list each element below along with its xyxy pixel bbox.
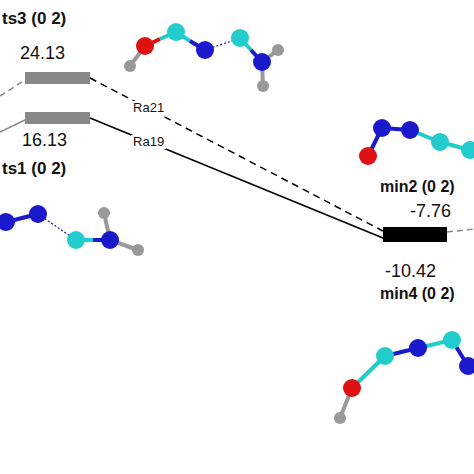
energy-value: -10.42 (385, 262, 436, 282)
side-path (0, 120, 25, 132)
reaction-path (90, 78, 383, 231)
path-label: Ra19 (131, 135, 166, 149)
energy-value: 16.13 (22, 131, 67, 151)
energy-level-bar: ts3 (0 2)24.13 (25, 72, 90, 84)
min2-molecule (359, 119, 474, 165)
path-label: Ra21 (131, 101, 166, 115)
side-path (447, 229, 474, 232)
energy-value: -7.76 (410, 202, 451, 222)
state-name: ts3 (0 2) (2, 10, 66, 29)
state-name: min4 (0 2) (380, 285, 455, 303)
state-name: min2 (0 2) (380, 178, 455, 196)
min4-molecule (334, 331, 474, 424)
side-path (0, 80, 25, 96)
energy-level-bar: 16.13ts1 (0 2) (25, 112, 90, 124)
state-name: ts1 (0 2) (2, 160, 66, 179)
ts1-molecule (0, 205, 144, 256)
energy-value: 24.13 (20, 44, 65, 64)
energy-level-bar: -10.42min4 (0 2) (383, 234, 447, 242)
ts3-molecule (124, 23, 284, 92)
reaction-path (90, 118, 383, 238)
